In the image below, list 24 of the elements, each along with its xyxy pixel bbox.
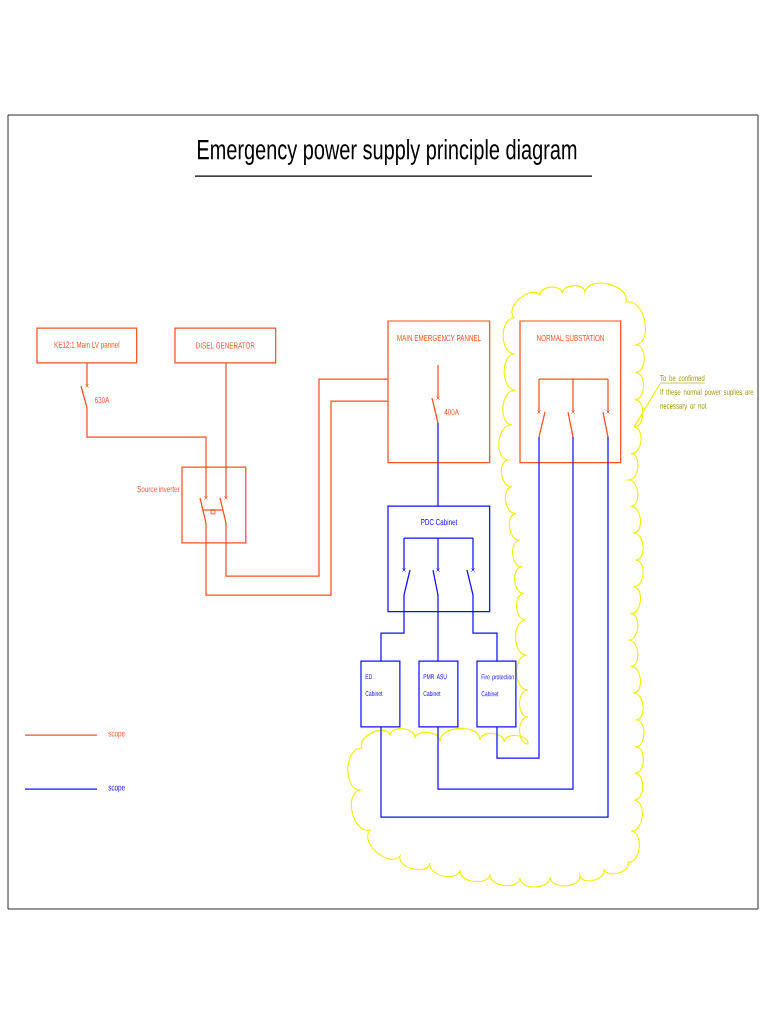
wire [86, 362, 207, 468]
note-text: To be confirmed If these normal power suplies are necessary or not [659, 375, 754, 411]
legend-text: scope [108, 785, 125, 793]
wire [205, 400, 389, 596]
inverter-label: Source inverter [137, 485, 180, 493]
wire [225, 362, 227, 468]
legend-text: scope [108, 731, 125, 739]
cabinet-box: PDC Cabinet [387, 505, 491, 613]
generator-box: DISEL GENERATOR [174, 327, 277, 364]
edge-label: 630A [93, 395, 111, 405]
rating-label: 400A [444, 408, 459, 416]
wire [380, 462, 609, 818]
wire [380, 611, 405, 662]
wire [437, 462, 574, 790]
title: Emergency power supply principle diagram [198, 139, 577, 165]
leader-line [633, 383, 661, 428]
cloud-outline [347, 282, 646, 888]
wire [496, 462, 540, 759]
wire [437, 462, 439, 507]
wire [437, 611, 439, 662]
panel-box: KE12:1 Main LV pannel [36, 327, 138, 364]
wire [225, 378, 389, 577]
substation-box: NORMAL SUBSTATION [519, 320, 622, 464]
wire [472, 611, 498, 662]
